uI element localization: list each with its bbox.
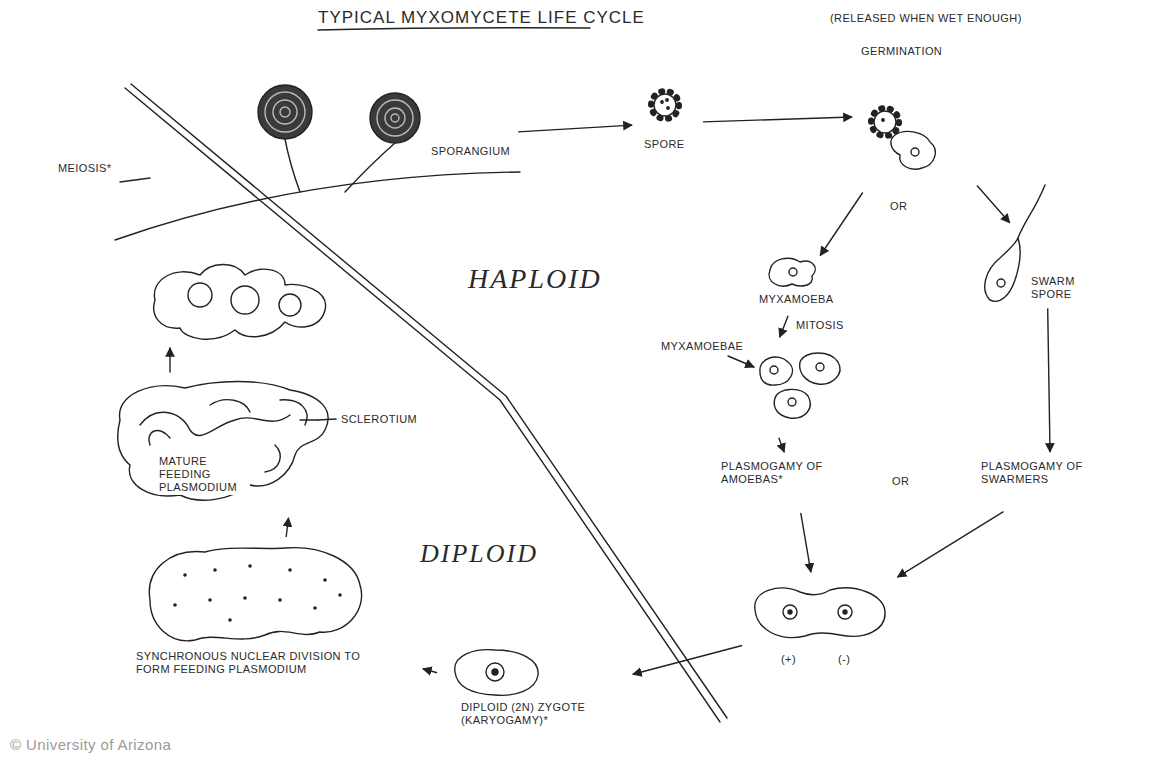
- cycle-arrow: [780, 316, 788, 337]
- title-underline: [318, 28, 590, 30]
- divider-line: [125, 88, 720, 722]
- diagram-title: TYPICAL MYXOMYCETE LIFE CYCLE: [318, 8, 645, 28]
- stage-node: (+) (-): [745, 575, 895, 675]
- stage-label: MYXAMOEBA: [758, 293, 835, 306]
- stage-node: SCLEROTIUM MATURE FEEDING PLASMODIUM: [105, 375, 490, 515]
- stage-label: SYNCHRONOUS NUCLEAR DIVISION TO FORM FEE…: [135, 650, 367, 676]
- cycle-arrow: [703, 117, 852, 122]
- stage-node: SYNCHRONOUS NUCLEAR DIVISION TO FORM FEE…: [130, 540, 420, 715]
- cycle-arrow: [1048, 308, 1050, 452]
- sporangium-drawing: [258, 85, 420, 192]
- stage-label: MYXAMOEBAE: [660, 340, 744, 353]
- stage-label: SCLEROTIUM: [340, 413, 418, 426]
- cycle-arrow: [423, 669, 437, 673]
- phase-label: DIPLOID: [420, 538, 538, 569]
- stage-node: MYXAMOEBA: [750, 258, 850, 313]
- mature-plasmodium-drawing: [118, 382, 328, 501]
- edge-label: MITOSIS: [794, 319, 846, 331]
- or-label: OR: [892, 475, 909, 488]
- or-label: OR: [890, 200, 907, 213]
- cycle-arrow: [518, 125, 632, 132]
- stage-label: SWARM SPORE: [1030, 275, 1117, 301]
- note: (RELEASED WHEN WET ENOUGH): [830, 12, 1022, 25]
- germination-drawing: [871, 108, 935, 169]
- stage-label: DIPLOID (2N) ZYGOTE (KARYOGAMY)*: [460, 701, 612, 727]
- stage-node: SWARM SPORE: [975, 225, 1119, 305]
- stage-node: MYXAMOEBAE: [660, 340, 860, 435]
- meiosis-mark: [120, 178, 150, 182]
- cycle-arrow: [898, 512, 1004, 577]
- zygote-drawing: [455, 650, 538, 696]
- divider-line: [131, 84, 727, 718]
- stage-node: SPORE: [635, 88, 700, 158]
- cycle-arrow: [286, 518, 288, 537]
- myxamoeba-drawing: [769, 258, 815, 286]
- watermark: © University of Arizona: [10, 736, 171, 754]
- cycle-arrow: [779, 438, 784, 452]
- phase-label: HAPLOID: [468, 262, 602, 296]
- stage-label: MEIOSIS*: [58, 162, 111, 175]
- stage-node: PLASMOGAMY OF SWARMERS: [975, 455, 1126, 510]
- plasmodium-drawing: [149, 548, 361, 641]
- stage-node: DIPLOID (2N) ZYGOTE (KARYOGAMY)*: [440, 645, 630, 755]
- stage-label: (-): [837, 653, 851, 666]
- cycle-arrow: [633, 646, 742, 675]
- leader-line: [318, 419, 336, 420]
- cycle-arrow: [801, 513, 811, 572]
- spore-drawing: [651, 91, 679, 119]
- stage-node: PLASMOGAMY OF AMOEBAS*: [715, 455, 876, 510]
- stage-label: GERMINATION: [860, 45, 943, 58]
- stage-label: SPORE: [643, 138, 686, 151]
- substrate-line: [115, 172, 520, 240]
- stage-label: PLASMOGAMY OF SWARMERS: [980, 460, 1122, 486]
- stage-label: PLASMOGAMY OF AMOEBAS*: [720, 460, 872, 486]
- fruiting-drawing: [154, 264, 326, 372]
- fusing-cells-drawing: [755, 588, 885, 638]
- stage-label: SPORANGIUM: [430, 145, 511, 158]
- cycle-arrow: [820, 192, 863, 255]
- cycle-arrow: [977, 186, 1010, 223]
- myxamoebae-drawing: [728, 353, 840, 418]
- stage-label: (+): [780, 653, 797, 666]
- stage-node: GERMINATION: [855, 40, 975, 190]
- stage-label: MATURE FEEDING PLASMODIUM: [158, 455, 250, 495]
- stage-node: SPORANGIUM: [250, 75, 515, 205]
